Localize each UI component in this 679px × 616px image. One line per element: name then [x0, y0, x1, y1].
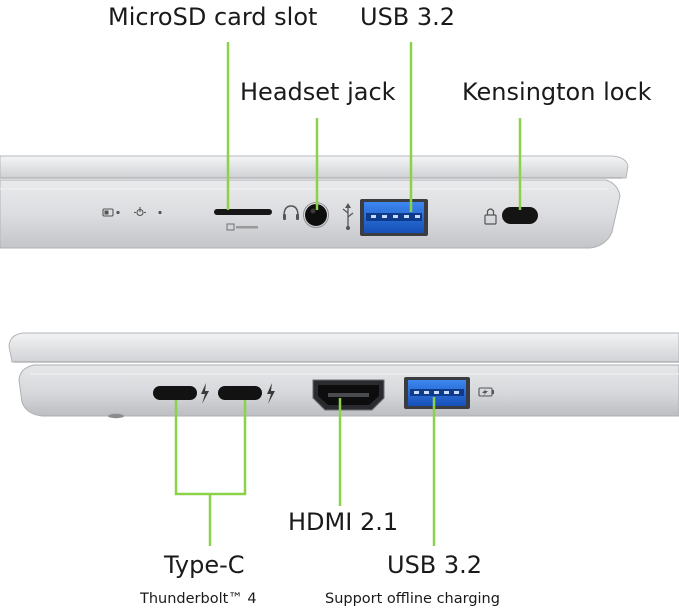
label-microsd-card-slot: MicroSD card slot	[108, 3, 318, 31]
label-kensington-lock: Kensington lock	[462, 78, 652, 106]
power-indicator-icon	[134, 207, 162, 217]
label-offline-charging: Support offline charging	[325, 591, 500, 607]
battery-charge-icon	[478, 387, 494, 397]
battery-indicator-icon	[102, 208, 120, 217]
microsd-card-icon	[226, 223, 258, 231]
label-hdmi: HDMI 2.1	[288, 508, 399, 536]
hdmi-port	[312, 379, 385, 411]
label-headset-jack: Headset jack	[240, 78, 396, 106]
usb-symbol-icon	[342, 203, 354, 230]
laptop-left-side	[0, 155, 629, 249]
callout-lines-bottom	[174, 397, 436, 546]
label-usb-bottom: USB 3.2	[387, 551, 483, 579]
callout-lines-top	[226, 42, 522, 212]
thunderbolt-icon	[267, 383, 275, 404]
usb-port-bottom	[404, 377, 494, 409]
kensington-lock-slot	[484, 207, 538, 225]
type-c-port-2	[218, 383, 275, 404]
label-thunderbolt-4: Thunderbolt™ 4	[140, 591, 257, 607]
headset-icon	[283, 205, 299, 220]
microsd-card-slot	[214, 209, 272, 231]
label-type-c: Type-C	[164, 551, 245, 579]
type-c-port-1	[153, 383, 209, 404]
lock-icon	[484, 208, 497, 225]
label-usb-top: USB 3.2	[360, 3, 456, 31]
thunderbolt-icon	[201, 383, 209, 404]
